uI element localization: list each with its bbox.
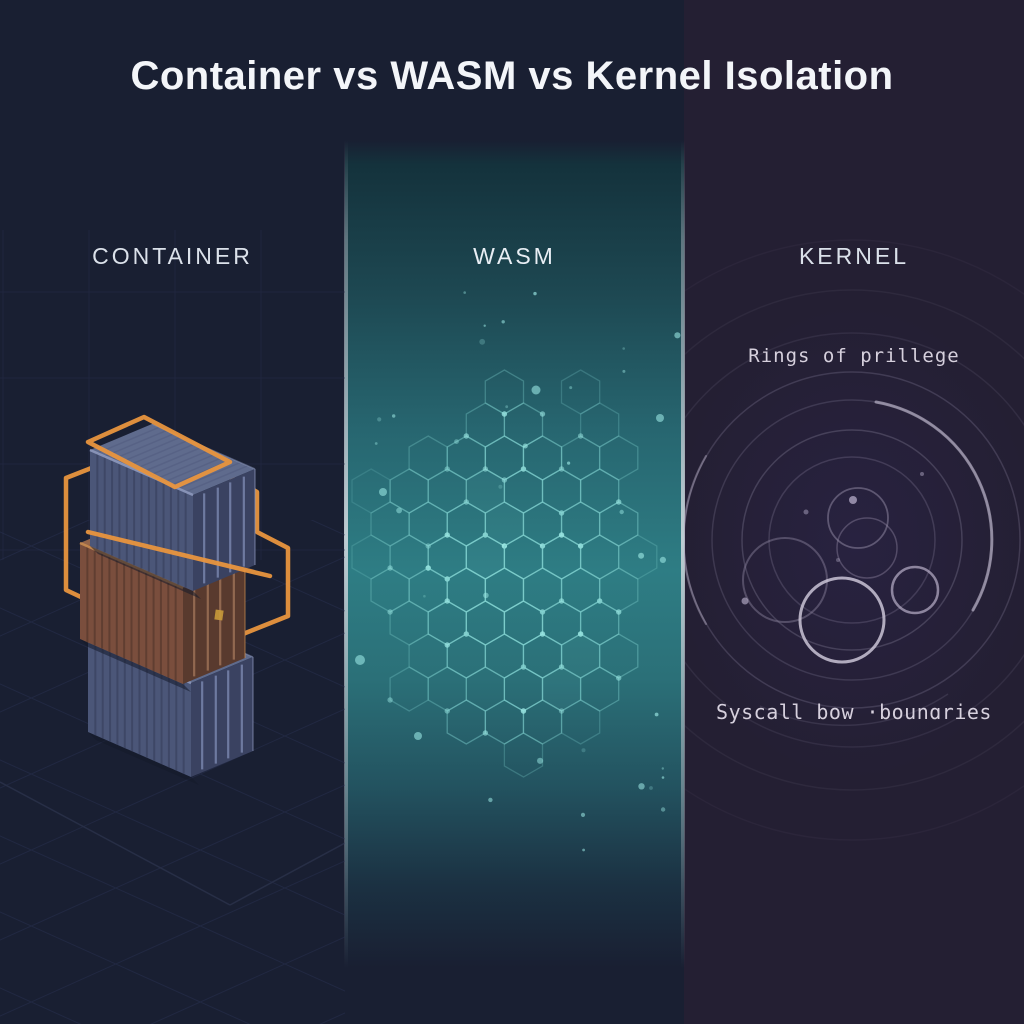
kernel-rings-icon bbox=[684, 239, 1024, 841]
page-title: Container vs WASM vs Kernel Isolation bbox=[130, 54, 894, 98]
wasm-hex-network-icon bbox=[351, 291, 681, 852]
kernel-annotation-rings: Rings of prillege bbox=[748, 345, 960, 367]
wasm-panel bbox=[344, 140, 685, 968]
container-stack-icon bbox=[0, 230, 345, 1024]
kernel-column-background bbox=[684, 0, 1024, 1024]
kernel-annotation-syscall: Syscall bow ·bounɑries bbox=[716, 700, 992, 724]
column-label-wasm: WASM bbox=[473, 243, 556, 269]
column-label-container: CONTAINER bbox=[92, 243, 253, 269]
column-label-kernel: KERNEL bbox=[798, 243, 910, 269]
wasm-panel-right-edge bbox=[681, 140, 685, 968]
wasm-panel-left-edge bbox=[344, 140, 348, 968]
